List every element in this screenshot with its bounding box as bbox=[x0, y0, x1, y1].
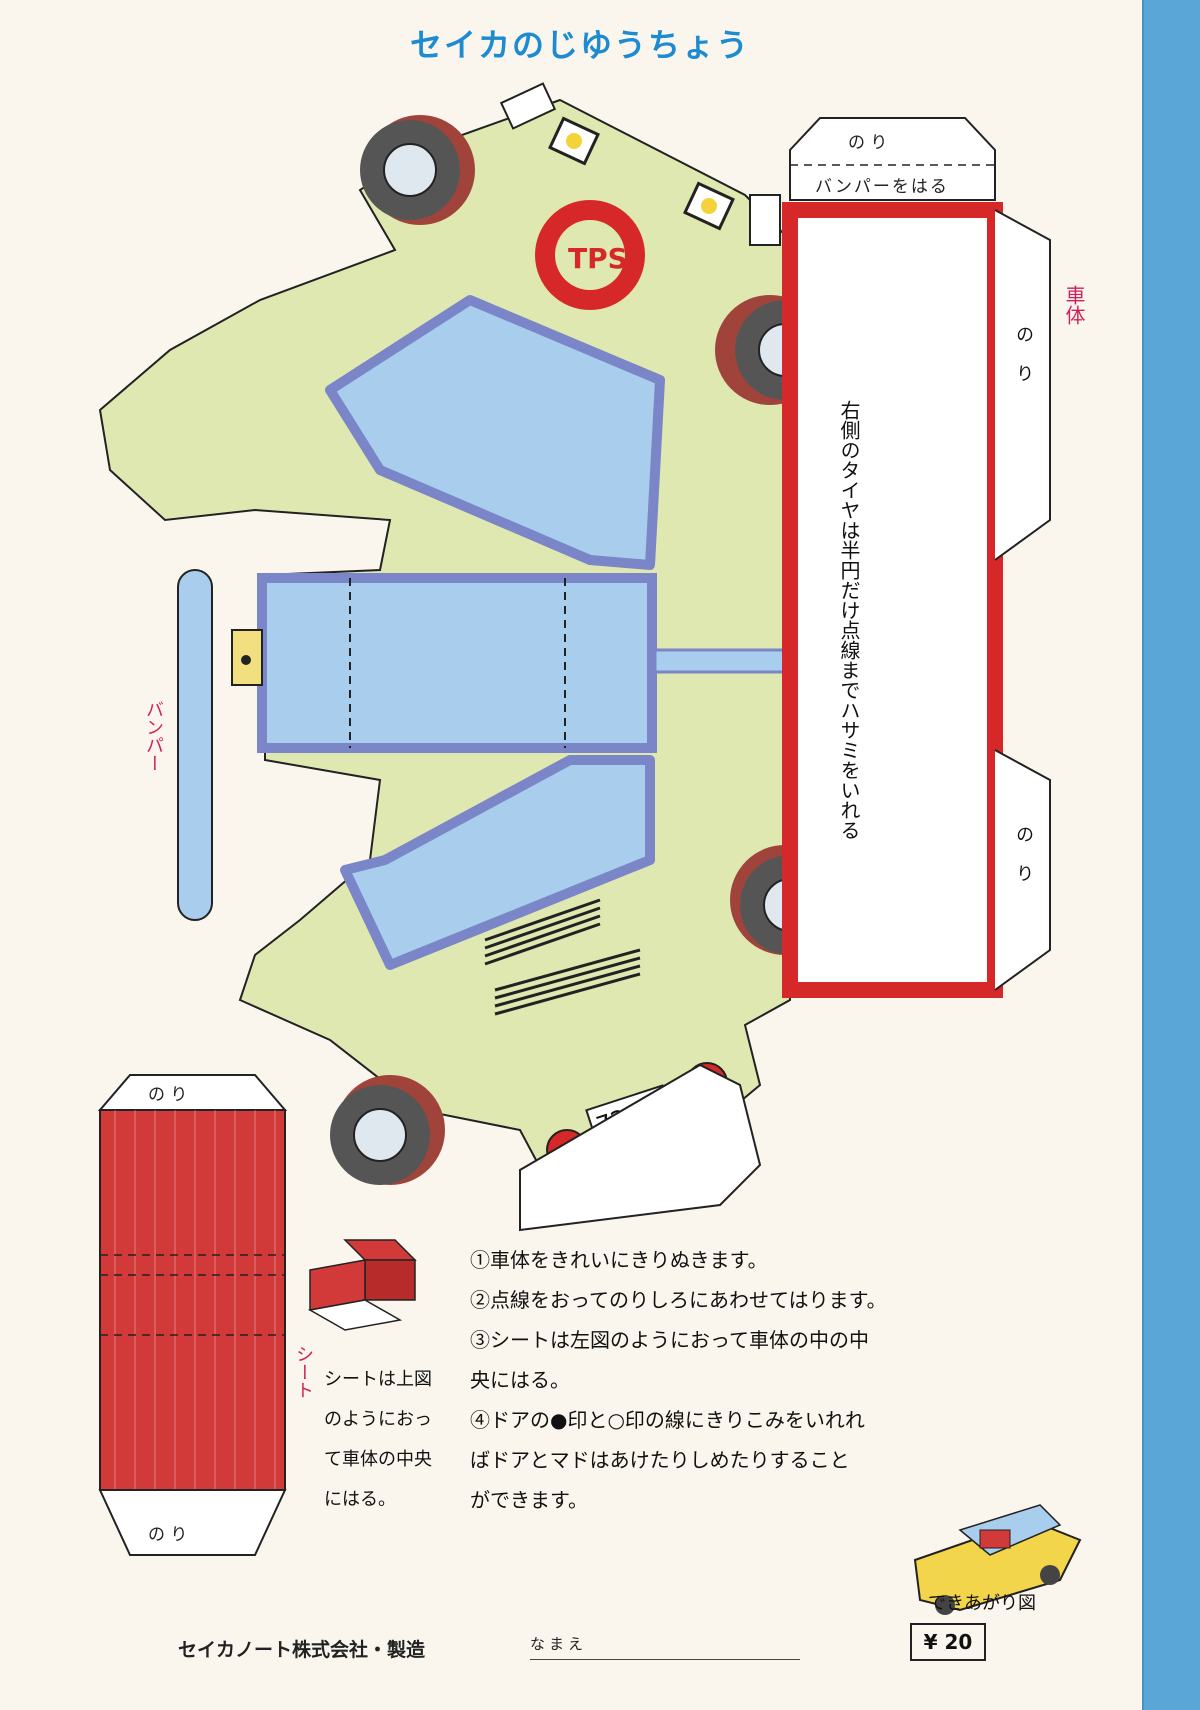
body-frame-outline bbox=[782, 202, 1003, 998]
body-part-label: 車体 bbox=[1062, 285, 1086, 325]
glue-label: の り bbox=[848, 133, 888, 153]
folded-seat-illustration bbox=[307, 1239, 417, 1331]
instruction-line: ①車体をきれいにきりぬきます。 bbox=[470, 1248, 768, 1272]
instruction-line: ばドアとマドはあけたりしめたりすること bbox=[470, 1448, 850, 1472]
page-title: セイカのじゆうちょう bbox=[409, 26, 750, 64]
name-label: なまえ bbox=[530, 1635, 588, 1653]
price-box: ¥ 20 bbox=[910, 1623, 986, 1661]
notebook-spine bbox=[1142, 0, 1200, 1710]
instruction-line: ができます。 bbox=[470, 1488, 588, 1512]
wheel-icon bbox=[330, 1075, 445, 1185]
seat-note: シートは上図 のようにおっ て車体の中央 にはる。 bbox=[324, 1369, 432, 1510]
bumper-strip bbox=[177, 569, 213, 921]
seat-part-label: シート bbox=[293, 1345, 314, 1399]
name-field-line[interactable] bbox=[530, 1659, 800, 1660]
seat-glue-tab-top bbox=[97, 1074, 288, 1111]
seat-piece bbox=[99, 1109, 286, 1491]
glue-label: の り bbox=[148, 1525, 188, 1545]
assembly-instructions: ①車体をきれいにきりぬきます。 ②点線をおってのりしろにあわせてはります。 ③シ… bbox=[470, 1240, 970, 1520]
instruction-line: ④ドアの●印と○印の線にきりこみをいれれ bbox=[470, 1408, 865, 1432]
instruction-line: ②点線をおってのりしろにあわせてはります。 bbox=[470, 1288, 887, 1312]
bumper-glue-tab bbox=[789, 117, 996, 201]
bumper-tab-label: バンパーをはる bbox=[815, 177, 949, 197]
seat-glue-tab-bottom bbox=[98, 1489, 287, 1556]
svg-text:TPS: TPS bbox=[568, 242, 628, 275]
emblem-icon: TPS bbox=[535, 200, 645, 310]
windshield-upper bbox=[325, 295, 665, 570]
windshield-lower bbox=[340, 755, 655, 970]
tire-cut-note: 右側のタイヤは半円だけ点線までハサミをいれる bbox=[837, 400, 861, 840]
glue-label: の り bbox=[1013, 825, 1034, 882]
finished-figure-label: できあがり図 bbox=[928, 1593, 1036, 1614]
glue-label: の り bbox=[1013, 325, 1034, 382]
wheel-icon bbox=[360, 115, 475, 225]
instruction-line: ③シートは左図のようにおって車体の中の中 bbox=[470, 1328, 869, 1352]
radiator-grille bbox=[484, 898, 641, 1016]
bumper-part-label: バンパー bbox=[143, 700, 164, 772]
finished-car-illustration bbox=[913, 1504, 1082, 1615]
instruction-line: 央にはる。 bbox=[470, 1368, 570, 1392]
side-window-panel bbox=[257, 573, 657, 753]
glue-tab bbox=[994, 749, 1051, 991]
manufacturer-label: セイカノート株式会社・製造 bbox=[178, 1639, 426, 1661]
glue-tab bbox=[994, 209, 1051, 561]
glue-label: の り bbox=[148, 1085, 188, 1105]
